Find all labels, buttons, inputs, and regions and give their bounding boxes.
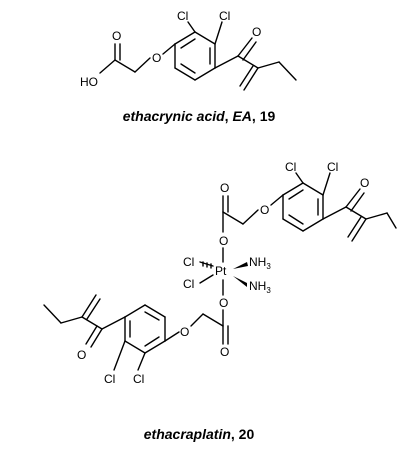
caption-ethacrynic-acid: ethacrynic acid, EA, 19 [0, 108, 398, 124]
ep-upper-carbonyl-o: O [220, 181, 229, 195]
ep-wedge-1 [233, 262, 248, 269]
ep-nh3-1: NH3 [249, 255, 271, 271]
ep-wedge-2 [233, 276, 247, 287]
ea-cl-1: Cl [177, 9, 188, 23]
ep-lower-benzene-ring [124, 304, 166, 354]
ethacraplatin-structure: Cl Cl O O O O Pt Cl Cl NH3 [43, 160, 397, 386]
ep-lower-ether-o: O [180, 325, 189, 339]
caption-ep-name: ethacraplatin [143, 426, 231, 442]
ep-pt-cl-2: Cl [183, 277, 194, 291]
ep-lower-cl-2: Cl [133, 372, 144, 386]
ea-acid-carbonyl-o: O [112, 29, 121, 43]
ep-upper-cl-2: Cl [327, 160, 338, 174]
ep-upper-cl-1: Cl [285, 160, 296, 174]
ep-lower-ketone-o: O [77, 348, 86, 362]
caption-ea-sep1: , [224, 108, 233, 124]
caption-ep-num: 20 [238, 426, 255, 442]
ep-platinum: Pt [215, 264, 227, 278]
caption-ethacraplatin: ethacraplatin, 20 [0, 426, 398, 442]
ep-upper-ether-o: O [260, 203, 269, 217]
ep-lower-cl-1: Cl [104, 372, 115, 386]
caption-ep-sep: , [230, 426, 239, 442]
ep-pt-cl-1: Cl [183, 255, 194, 269]
caption-ea-sep2: , [251, 108, 260, 124]
ep-upper-ligand-o: O [219, 234, 228, 248]
ep-upper-benzene-ring [282, 182, 324, 232]
ep-nh3-2: NH3 [249, 279, 271, 295]
ep-lower-ligand-o: O [219, 296, 228, 310]
ethacrynic-acid-structure: Cl Cl O O O HO [80, 9, 297, 91]
caption-ea-abbr: EA [232, 108, 252, 124]
ea-benzene-ring [174, 31, 216, 81]
ea-hydroxyl: HO [80, 75, 98, 89]
ea-ether-o: O [152, 51, 161, 65]
caption-ea-num: 19 [259, 108, 276, 124]
ea-cl-2: Cl [219, 9, 230, 23]
ea-ketone-o: O [252, 25, 261, 39]
ep-upper-ketone-o: O [360, 176, 369, 190]
ep-lower-carbonyl-o: O [220, 345, 229, 359]
caption-ea-name: ethacrynic acid [122, 108, 225, 124]
